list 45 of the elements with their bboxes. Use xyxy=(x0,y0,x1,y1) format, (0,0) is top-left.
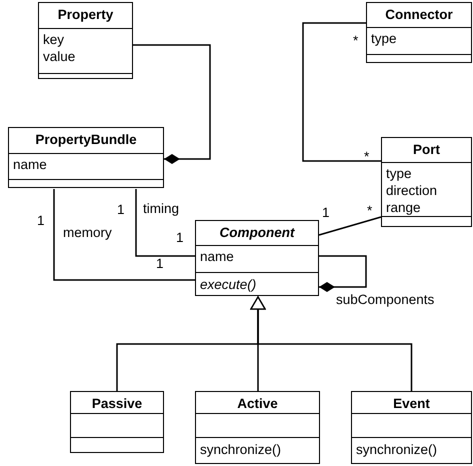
association-line xyxy=(318,216,382,236)
multiplicity-label: * xyxy=(364,150,370,164)
class-name: Event xyxy=(392,395,431,412)
attribute-text: direction xyxy=(386,182,438,198)
association-line xyxy=(53,189,195,281)
association-line xyxy=(302,22,381,162)
multiplicity-label: 1 xyxy=(322,206,330,220)
operation-text: synchronize() xyxy=(200,440,282,458)
role-name: subComponents xyxy=(336,293,434,307)
multiplicity-label: * xyxy=(367,204,372,218)
class-name: Connector xyxy=(384,6,454,23)
attribute-text: type xyxy=(386,164,413,182)
attribute-text: key xyxy=(43,30,66,48)
class-box xyxy=(38,2,133,79)
multiplicity-label: 1 xyxy=(37,214,45,228)
role-name: memory xyxy=(63,226,112,240)
composition-line xyxy=(319,255,367,292)
class-name: Port xyxy=(412,141,441,158)
class-name: PropertyBundle xyxy=(34,131,138,148)
class-box xyxy=(381,137,472,227)
class-box xyxy=(195,220,319,296)
attribute-text: value xyxy=(43,48,76,64)
multiplicity-label: 1 xyxy=(117,203,125,217)
class-name: Property xyxy=(56,6,114,23)
attribute-text: type xyxy=(371,30,398,46)
attribute-text: name xyxy=(200,248,235,264)
attribute-text: name xyxy=(13,156,48,172)
class-box xyxy=(351,391,472,464)
role-name: timing xyxy=(143,202,180,216)
generalization-arrow xyxy=(250,296,412,391)
multiplicity-label: 1 xyxy=(156,257,164,271)
class-name: Passive xyxy=(90,395,144,412)
class-box xyxy=(366,2,472,63)
attribute-text: range xyxy=(386,198,422,216)
multiplicity-label: 1 xyxy=(176,231,184,245)
class-box xyxy=(195,391,320,464)
class-box xyxy=(70,391,164,453)
class-name: Active xyxy=(236,395,279,412)
composition-line xyxy=(133,44,211,164)
multiplicity-label: * xyxy=(353,34,358,48)
class-box xyxy=(8,127,164,188)
association-line xyxy=(135,189,195,257)
operation-text: synchronize() xyxy=(356,440,438,458)
operation-text: execute() xyxy=(200,276,258,292)
class-name: Component xyxy=(218,224,296,241)
